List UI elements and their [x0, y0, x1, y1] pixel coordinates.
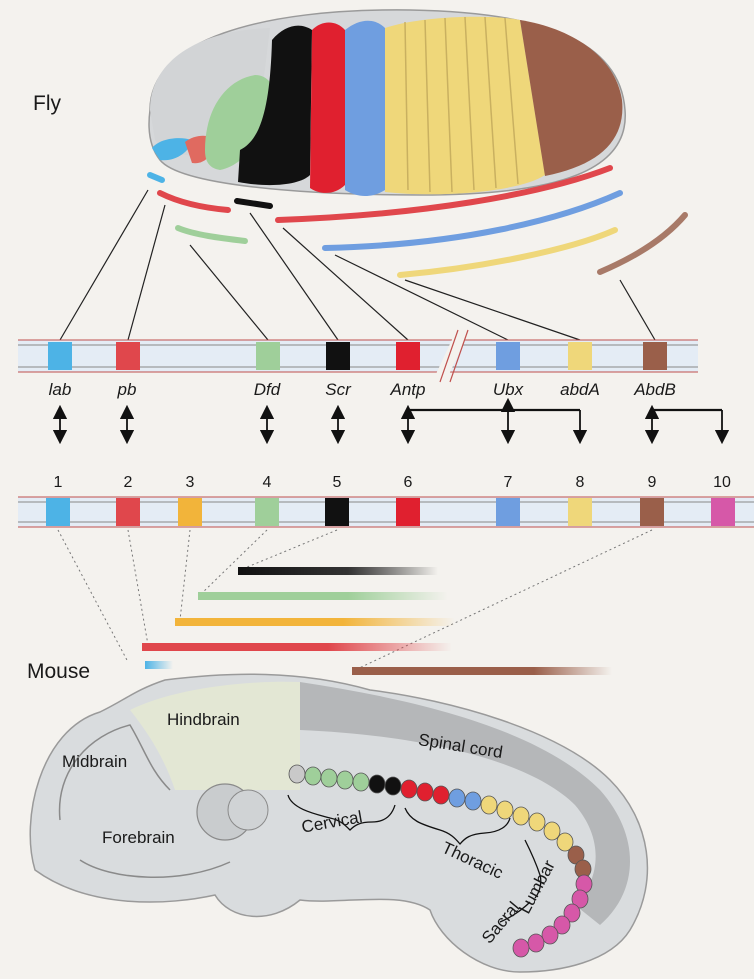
fly-gene-box-dfd [256, 342, 280, 370]
mouse-group-5: 5 [333, 474, 342, 492]
mouse-group-6: 6 [404, 474, 413, 492]
fly-gene-abda: abdA [560, 380, 600, 400]
fly-gene-scr: Scr [325, 380, 351, 400]
mouse-group-10: 10 [713, 474, 731, 492]
mouse-gene-box-3 [178, 498, 202, 526]
hindbrain-label: Hindbrain [167, 710, 240, 730]
mouse-chromosome [18, 497, 754, 527]
mouse-group-3: 3 [186, 474, 195, 492]
mouse-group-2: 2 [124, 474, 133, 492]
fly-gene-pb: pb [118, 380, 137, 400]
fly-gene-box-scr [326, 342, 350, 370]
mouse-gene-box-9 [640, 498, 664, 526]
fly-gene-abdb: AbdB [634, 380, 676, 400]
fly-gene-lab: lab [49, 380, 72, 400]
midbrain-label: Midbrain [62, 752, 127, 772]
fly-gene-box-abda [568, 342, 592, 370]
mouse-group-1: 1 [54, 474, 63, 492]
mouse-gene-box-1 [46, 498, 70, 526]
mouse-gene-box-10 [711, 498, 735, 526]
fly-gene-box-pb [116, 342, 140, 370]
fly-gene-box-abdb [643, 342, 667, 370]
fly-gene-box-ubx [496, 342, 520, 370]
fly-chromosome [18, 330, 698, 382]
fly-gene-antp: Antp [391, 380, 426, 400]
mouse-gene-box-4 [255, 498, 279, 526]
fly-embryo [149, 10, 625, 196]
mouse-group-7: 7 [504, 474, 513, 492]
mouse-gene-box-2 [116, 498, 140, 526]
forebrain-label: Forebrain [102, 828, 175, 848]
fly-title: Fly [33, 92, 61, 116]
fly-gene-dfd: Dfd [254, 380, 280, 400]
mouse-group-4: 4 [263, 474, 272, 492]
mouse-gene-box-7 [496, 498, 520, 526]
homology-arrows [60, 405, 722, 437]
fly-gene-ubx: Ubx [493, 380, 523, 400]
mouse-group-9: 9 [648, 474, 657, 492]
mouse-group-8: 8 [576, 474, 585, 492]
mouse-gene-box-8 [568, 498, 592, 526]
mouse-gene-box-5 [325, 498, 349, 526]
fly-gene-box-antp [396, 342, 420, 370]
fly-gene-box-lab [48, 342, 72, 370]
mouse-title: Mouse [27, 660, 90, 684]
mouse-gene-box-6 [396, 498, 420, 526]
